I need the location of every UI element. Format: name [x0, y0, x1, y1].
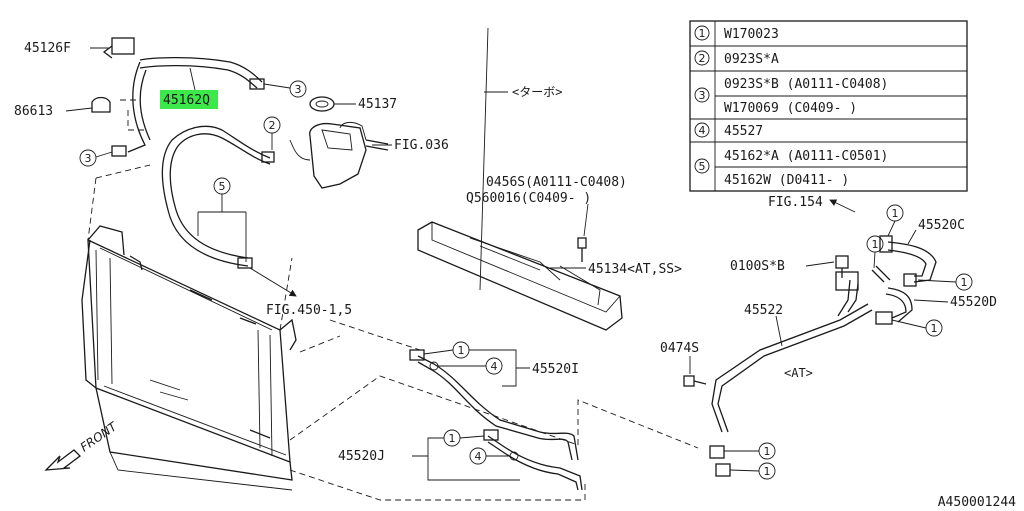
svg-text:4: 4 — [475, 450, 482, 463]
turbo-label: <ターボ> — [512, 85, 562, 99]
figure-ref-154: FIG.154 — [768, 195, 823, 210]
svg-text:1: 1 — [764, 465, 771, 478]
svg-text:3: 3 — [85, 152, 92, 165]
part-label-86613: 86613 — [14, 104, 53, 119]
callout-4: 4 — [438, 357, 503, 375]
callout-1: 1 — [891, 319, 943, 337]
table-row-number: 2 — [699, 52, 706, 65]
table-row: 4 45527 — [694, 122, 763, 139]
upper-hose-assembly: 45162Q — [91, 37, 265, 157]
table-row-number: 5 — [699, 160, 706, 173]
callout-2: 2 — [263, 116, 281, 150]
table-row-number: 1 — [699, 27, 706, 40]
table-row-number: 3 — [699, 89, 706, 102]
cooler-line-45520J — [483, 429, 583, 491]
cooler-pipe-45522 — [711, 265, 891, 433]
part-label-45520I: 45520I — [532, 362, 579, 377]
bolt — [577, 237, 587, 262]
parts-table: 1 W170023 2 0923S*A 3 0923S*B (A0111-C04… — [689, 20, 968, 192]
cooler-line-45520I — [409, 349, 579, 461]
callout-1: 1 — [917, 273, 973, 291]
callout-4: 4 — [469, 447, 510, 465]
table-row-number: 4 — [699, 124, 706, 137]
turbo-divider-line — [479, 27, 489, 291]
callout-1: 1 — [886, 204, 904, 237]
part-label-45522: 45522 — [744, 303, 783, 318]
svg-text:1: 1 — [764, 445, 771, 458]
svg-text:3: 3 — [295, 83, 302, 96]
callout-1: 1 — [729, 462, 776, 480]
part-label-45134: 45134<AT,SS> — [588, 262, 682, 277]
table-part-number: 45162W (D0411- ) — [724, 173, 849, 188]
bolt-0100S — [835, 255, 849, 278]
callout-1: 1 — [443, 429, 485, 447]
svg-text:2: 2 — [269, 119, 276, 132]
part-label-0456S: 0456S(A0111-C0408) — [486, 175, 627, 190]
table-part-number: 0923S*A — [724, 52, 779, 67]
part-label-Q560016: Q560016(C0409- ) — [466, 191, 591, 206]
part-label-45162Q: 45162Q — [163, 93, 210, 108]
callout-1: 1 — [724, 442, 776, 460]
highlighted-part-marker — [160, 90, 218, 109]
part-label-45520C: 45520C — [918, 218, 965, 233]
figure-ref-450: FIG.450-1,5 — [266, 303, 352, 318]
table-row: 5 45162*A (A0111-C0501) 45162W (D0411- ) — [694, 149, 888, 188]
callout-5: 5 — [197, 177, 247, 262]
table-part-number: 0923S*B (A0111-C0408) — [724, 77, 888, 92]
bolt-0474S — [683, 375, 707, 387]
front-label: FRONT — [78, 419, 121, 455]
svg-text:1: 1 — [458, 344, 465, 357]
svg-text:1: 1 — [449, 432, 456, 445]
cooler-hose-45520D — [875, 287, 913, 325]
svg-text:1: 1 — [872, 238, 879, 251]
table-part-number: 45527 — [724, 124, 763, 139]
callout-3: 3 — [263, 80, 307, 98]
table-row: 2 0923S*A — [694, 50, 779, 67]
table-row: 1 W170023 — [694, 25, 779, 42]
clamps-lower-right — [709, 445, 731, 477]
cooler-hose-45520C — [879, 235, 937, 287]
table-row: 3 0923S*B (A0111-C0408) W170069 (C0409- … — [694, 77, 888, 116]
svg-text:4: 4 — [491, 360, 498, 373]
part-label-45520J: 45520J — [338, 449, 385, 464]
front-indicator: FRONT — [44, 419, 121, 471]
part-label-45520D: 45520D — [950, 295, 997, 310]
under-cover-45134 — [417, 221, 623, 331]
part-label-45137: 45137 — [358, 97, 397, 112]
part-label-45126F: 45126F — [24, 41, 71, 56]
table-part-number: 45162*A (A0111-C0501) — [724, 149, 888, 164]
svg-text:1: 1 — [961, 276, 968, 289]
radiator — [81, 225, 297, 491]
diagram-id: A450001244 — [938, 495, 1016, 510]
callout-1: 1 — [423, 341, 470, 359]
callout-1: 1 — [866, 235, 884, 269]
callout-3: 3 — [79, 149, 113, 167]
svg-text:1: 1 — [931, 322, 938, 335]
overflow-hose — [161, 125, 275, 269]
table-part-number: W170069 (C0409- ) — [724, 101, 857, 116]
part-label-0100S: 0100S*B — [730, 259, 785, 274]
figure-ref-036: FIG.036 — [394, 138, 449, 153]
table-part-number: W170023 — [724, 27, 779, 42]
part-label-0474S: 0474S — [660, 341, 699, 356]
at-label: <AT> — [784, 366, 813, 380]
svg-text:5: 5 — [219, 180, 226, 193]
svg-text:1: 1 — [892, 207, 899, 220]
